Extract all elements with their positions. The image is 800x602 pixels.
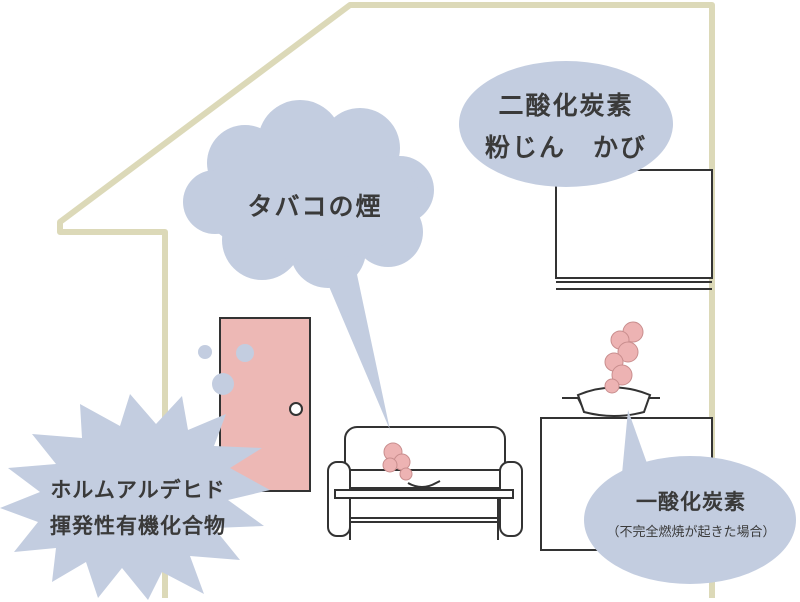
pot-smoke: [604, 321, 644, 394]
particle-spots: [198, 344, 254, 395]
ashtray: [407, 480, 441, 488]
formaldehyde-label: ホルムアルデヒド: [50, 478, 226, 502]
cloud-bubble-smoke: [183, 100, 434, 430]
oval-bubble-co2: [459, 61, 673, 187]
co-label: 一酸化炭素: [636, 490, 746, 514]
voc-label: 揮発性有機化合物: [50, 514, 226, 538]
pot: [562, 386, 660, 417]
door-knob: [289, 402, 303, 416]
house-outline: [57, 2, 715, 598]
coffee-table: [334, 489, 514, 540]
smoke-label: タバコの煙: [247, 192, 383, 221]
sofa: [327, 426, 523, 537]
oval-bubble-co: [584, 410, 796, 584]
co2-label-line1: 二酸化炭素: [498, 91, 634, 120]
wall-cabinet: [555, 169, 713, 290]
co-note: （不完全燃焼が起きた場合）: [606, 525, 776, 540]
co2-label-line2: 粉じん かび: [484, 133, 647, 162]
cigarette-smoke: [382, 442, 413, 481]
burst-bubble-formaldehyde: [0, 394, 270, 600]
